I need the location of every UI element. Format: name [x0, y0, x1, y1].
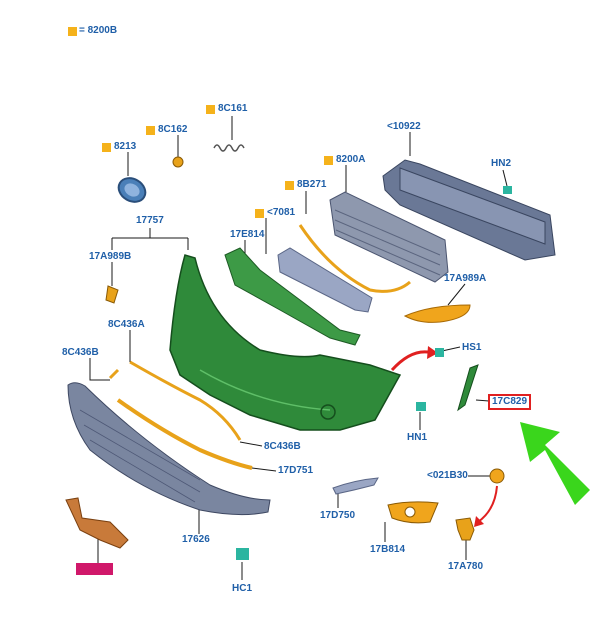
label-8213[interactable]: 8213 — [114, 141, 137, 152]
label-8b271[interactable]: 8B271 — [297, 179, 327, 190]
green-arrow — [520, 422, 590, 505]
bulb-part — [172, 156, 184, 168]
swatch-8c162 — [146, 126, 155, 135]
bumper-cover-highlight — [199, 369, 331, 411]
bumper-cover-part — [169, 254, 402, 431]
label-8c436b-top[interactable]: 8C436B — [62, 347, 99, 358]
clip-hs1-part — [435, 348, 444, 357]
grille-lines — [334, 209, 441, 276]
label-hc1[interactable]: HC1 — [232, 583, 253, 594]
lower-moulding-part — [332, 477, 379, 495]
strip-17d751-part — [116, 398, 253, 470]
swatch-8200a — [324, 156, 333, 165]
label-17b814[interactable]: 17B814 — [370, 544, 406, 555]
fog-lamp-lens — [124, 183, 140, 197]
label-8c161[interactable]: 8C161 — [218, 103, 248, 114]
swatch-7081 — [255, 209, 264, 218]
label-7081[interactable]: <7081 — [267, 207, 296, 218]
reinforcement-beam-face — [399, 167, 546, 245]
reflector-part — [403, 304, 471, 323]
label-17757[interactable]: 17757 — [136, 215, 164, 226]
red-arrow-head — [427, 346, 438, 359]
upper-bracket-part — [224, 247, 361, 346]
swatch-8c161 — [206, 105, 215, 114]
tow-bracket-part — [455, 517, 475, 541]
bumper-foglamp-hole — [320, 404, 336, 420]
red-arrow-small-head — [474, 516, 484, 527]
red-arrow-small — [477, 485, 498, 523]
moulding-part — [277, 247, 373, 313]
label-17a894-redacted[interactable]: 17A894 — [76, 563, 114, 575]
leader-lines — [89, 116, 508, 580]
grille-part — [329, 191, 449, 283]
label-17d751[interactable]: 17D751 — [278, 465, 314, 476]
legend-swatch — [68, 27, 77, 36]
label-8c436a[interactable]: 8C436A — [108, 319, 145, 330]
label-17a989a[interactable]: 17A989A — [444, 273, 487, 284]
label-10922[interactable]: <10922 — [387, 121, 421, 132]
clip-hc1-part — [236, 548, 249, 560]
strip-8c436b-part — [108, 368, 120, 380]
label-8200a[interactable]: 8200A — [336, 154, 366, 165]
clip-hn2-part — [503, 186, 512, 194]
label-8c436b-bottom[interactable]: 8C436B — [264, 441, 301, 452]
lower-spoiler-mesh — [79, 409, 201, 503]
label-17c829-highlighted[interactable]: 17C829 — [488, 394, 532, 410]
label-hn1[interactable]: HN1 — [407, 432, 428, 443]
swatch-8b271 — [285, 181, 294, 190]
swatch-8213 — [102, 143, 111, 152]
lower-bracket-part — [65, 497, 129, 549]
label-hs1[interactable]: HS1 — [462, 342, 482, 353]
label-hn2[interactable]: HN2 — [491, 158, 512, 169]
clip-hn1-part — [416, 402, 426, 411]
legend-text: = 8200B — [79, 25, 118, 36]
label-8c162[interactable]: 8C162 — [158, 124, 188, 135]
foglamp-bezel-hole — [404, 506, 416, 518]
label-17d750[interactable]: 17D750 — [320, 510, 356, 521]
tow-hook-cap-part — [489, 468, 505, 484]
lower-spoiler-part — [67, 382, 271, 516]
label-17a780[interactable]: 17A780 — [448, 561, 484, 572]
label-17626[interactable]: 17626 — [182, 534, 210, 545]
red-arrow — [390, 350, 429, 372]
label-021b30[interactable]: <021B30 — [427, 470, 468, 481]
label-17a989b[interactable]: 17A989B — [89, 251, 132, 262]
strip-8c436a-part — [129, 360, 242, 441]
side-bracket-part — [105, 285, 119, 304]
spring-part — [213, 144, 245, 152]
side-strip-part — [457, 364, 479, 412]
trim-strip-part — [298, 224, 411, 293]
label-17e814[interactable]: 17E814 — [230, 229, 265, 240]
